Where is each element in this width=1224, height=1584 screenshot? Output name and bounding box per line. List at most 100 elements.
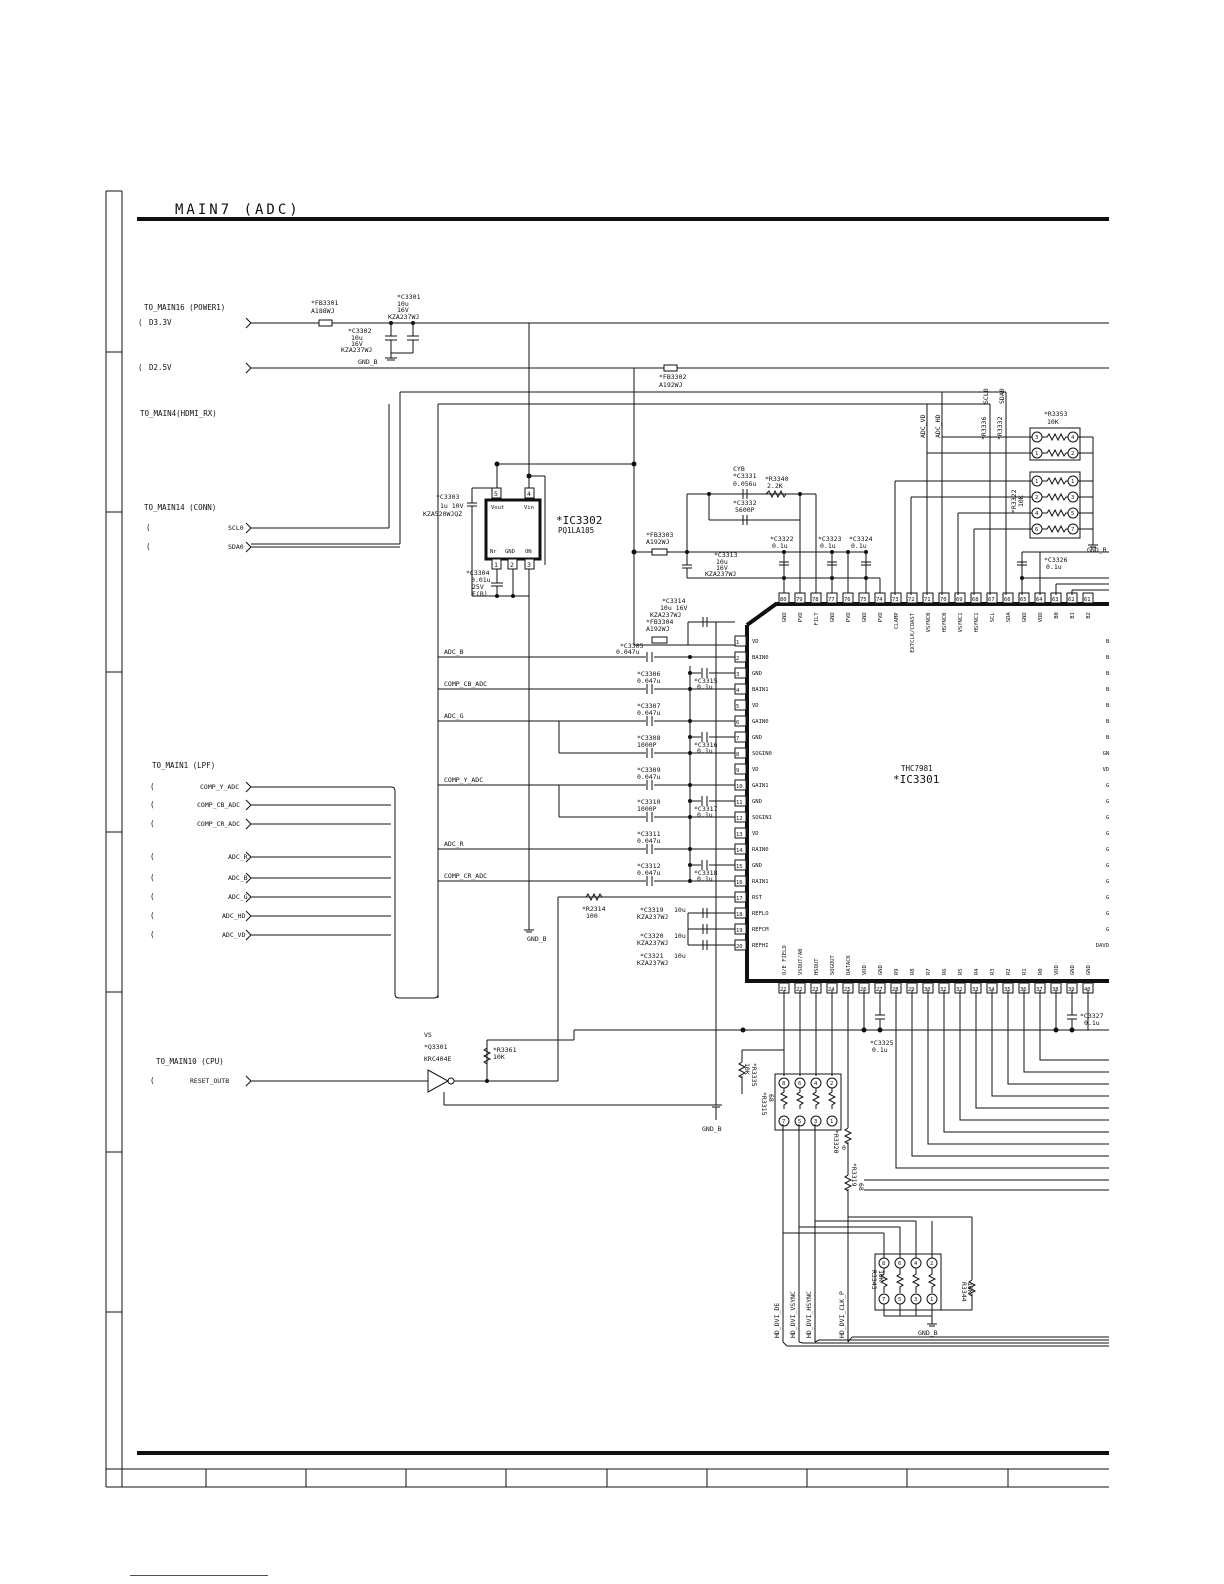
ic3301-part: THC7981 (901, 764, 933, 773)
svg-text:GND_B: GND_B (358, 358, 378, 366)
svg-text:*FB3301: *FB3301 (311, 299, 338, 307)
svg-text:*C3304: *C3304 (466, 569, 490, 577)
pin-name: SOGIN1 (752, 815, 772, 821)
pin-name: B1 (1070, 612, 1076, 619)
port-adc-b: ADC_B (228, 874, 248, 882)
svg-text:*C3310: *C3310 (637, 798, 661, 806)
ic3301-right-pin: B (1106, 703, 1110, 709)
svg-text:*C3315: *C3315 (694, 677, 718, 685)
svg-text:0: 0 (842, 1144, 846, 1152)
ic3301-right-pin: B (1106, 719, 1110, 725)
ic3301-right-pin: VD (1103, 767, 1110, 773)
svg-text:KZA237WJ: KZA237WJ (388, 313, 419, 321)
svg-text:*R3336: *R3336 (980, 416, 988, 440)
bypass-cap-3 (690, 795, 735, 807)
svg-text:*C3311: *C3311 (637, 830, 661, 838)
pin-number: 13 (736, 832, 743, 838)
svg-text:*C3309: *C3309 (637, 766, 661, 774)
svg-text:0.047u: 0.047u (637, 773, 661, 781)
svg-text:KZA520WJQZ: KZA520WJQZ (423, 510, 462, 518)
input-ports: (D3.3V (D2.5V (SCL0 (SDA0 (COMP_Y_ADC (C… (138, 317, 252, 1087)
svg-text:HD_DVI_DE: HD_DVI_DE (773, 1303, 781, 1338)
svg-text:*C3327: *C3327 (1080, 1012, 1104, 1020)
resistor-array-element: 43 (810, 1077, 822, 1127)
pin-number: 30 (924, 987, 931, 993)
svg-text:*R3361: *R3361 (493, 1046, 517, 1054)
ic3301-right-pin: B (1106, 687, 1110, 693)
sheet-frame (105, 190, 1109, 1488)
svg-text:0.1u: 0.1u (697, 875, 713, 883)
pin-number: 17 (736, 896, 743, 902)
connector-main16: TO_MAIN16 (POWER1) (144, 303, 225, 312)
pin-number: 29 (908, 987, 915, 993)
pin-number: 25 (844, 987, 851, 993)
pll-filter: *FB3303 A192WJ *C3313 10u 16V KZA237WJ C… (631, 465, 881, 595)
svg-text:A188WJ: A188WJ (311, 307, 335, 315)
svg-text:COMP_CR_ADC: COMP_CR_ADC (444, 872, 487, 880)
svg-text:*FB3303: *FB3303 (646, 531, 673, 539)
svg-text:*C3322: *C3322 (770, 535, 794, 543)
pin-number: 28 (892, 987, 899, 993)
pin-number: 76 (844, 597, 851, 603)
input-cap-3 (646, 715, 654, 727)
connector-main4: TO_MAIN4(HDMI_RX) (140, 409, 217, 418)
pin-name: SOGOUT (830, 954, 836, 975)
svg-text:*C3319: *C3319 (640, 906, 664, 914)
input-cap-7 (646, 843, 654, 855)
svg-text:*R3335: *R3335 (750, 1063, 758, 1087)
svg-text:(: ( (150, 782, 155, 791)
pin-number: 39 (1068, 987, 1075, 993)
pin-number: 26 (860, 987, 867, 993)
pin-number: 64 (1036, 597, 1043, 603)
ic3301-right-pin: B (1106, 671, 1110, 677)
svg-text:R3344: R3344 (960, 1282, 968, 1302)
pin-name: GND (1022, 612, 1028, 622)
svg-text:16V: 16V (351, 340, 363, 348)
svg-text:*R3340: *R3340 (765, 475, 789, 483)
svg-text:GND: GND (505, 549, 515, 555)
pin-name: GND (830, 612, 836, 622)
pin-number: 21 (780, 987, 787, 993)
svg-text:2: 2 (510, 561, 514, 569)
svg-text:5600P: 5600P (735, 506, 755, 514)
svg-text:*C3324: *C3324 (849, 535, 873, 543)
svg-text:*C3312: *C3312 (637, 862, 661, 870)
pin-number: 11 (736, 800, 743, 806)
svg-text:(: ( (150, 852, 155, 861)
svg-text:(: ( (138, 363, 143, 372)
svg-text:3: 3 (1035, 435, 1038, 441)
pin-name: VD (752, 831, 759, 837)
pin-number: 18 (736, 912, 743, 918)
svg-text:7: 7 (882, 1297, 885, 1303)
pin-name: VD (752, 639, 759, 645)
input-cap-1 (646, 651, 654, 663)
connector-labels: TO_MAIN16 (POWER1) TO_MAIN4(HDMI_RX) TO_… (140, 303, 225, 1066)
ic3301-pin-21: 21 O/E FIELD (778, 945, 790, 994)
svg-text:ADC_HD: ADC_HD (934, 414, 942, 438)
svg-text:(: ( (150, 930, 155, 939)
input-caps: ADC_B COMP_CB_ADC ADC_G COMP_Y_ADC ADC_R… (438, 642, 735, 887)
ic3301-right-pin: G (1106, 847, 1109, 853)
svg-text:0.1u: 0.1u (697, 683, 713, 691)
svg-text:*R3353: *R3353 (1044, 410, 1068, 418)
svg-text:0.1u: 0.1u (697, 811, 713, 819)
svg-text:*C3305: *C3305 (620, 642, 644, 650)
svg-text:2: 2 (930, 1261, 933, 1267)
svg-text:2.2K: 2.2K (767, 482, 783, 490)
svg-text:*C3313: *C3313 (714, 551, 738, 559)
svg-text:4: 4 (1071, 435, 1075, 441)
svg-text:A192WJ: A192WJ (659, 381, 683, 389)
pin-number: 61 (1084, 597, 1091, 603)
pin-name: O/E FIELD (782, 945, 788, 975)
